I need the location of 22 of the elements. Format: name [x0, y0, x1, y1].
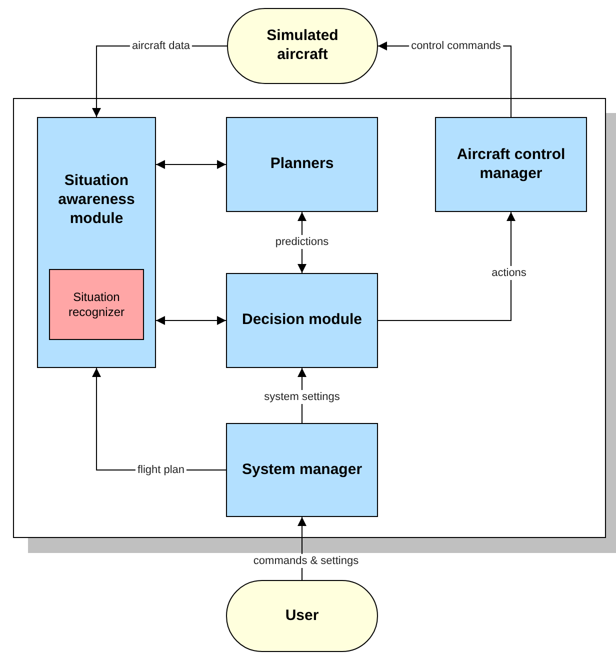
node-label: Decision module [240, 311, 364, 330]
node-label: Aircraft control manager [456, 146, 566, 184]
edge-label: actions [490, 266, 528, 280]
edge-label: system settings [262, 390, 342, 404]
submodule-box [49, 269, 144, 340]
edge-label: predictions [273, 235, 331, 249]
module-box [37, 117, 156, 368]
edge-label: flight plan [135, 463, 187, 477]
node-label: User [284, 606, 320, 626]
node-label: Situation recognizer [67, 290, 126, 320]
node-label: Simulated aircraft [266, 27, 340, 65]
module-box [226, 423, 378, 517]
module-box [226, 117, 378, 212]
module-box [226, 273, 378, 368]
arrow [156, 160, 226, 169]
node-label: Situation awareness module [57, 172, 136, 228]
module-box [435, 117, 587, 212]
edge-label: commands & settings [251, 554, 361, 568]
arrow [156, 316, 226, 325]
node-label: Planners [269, 155, 335, 174]
node-label: System manager [240, 460, 364, 480]
arrow [378, 212, 516, 321]
